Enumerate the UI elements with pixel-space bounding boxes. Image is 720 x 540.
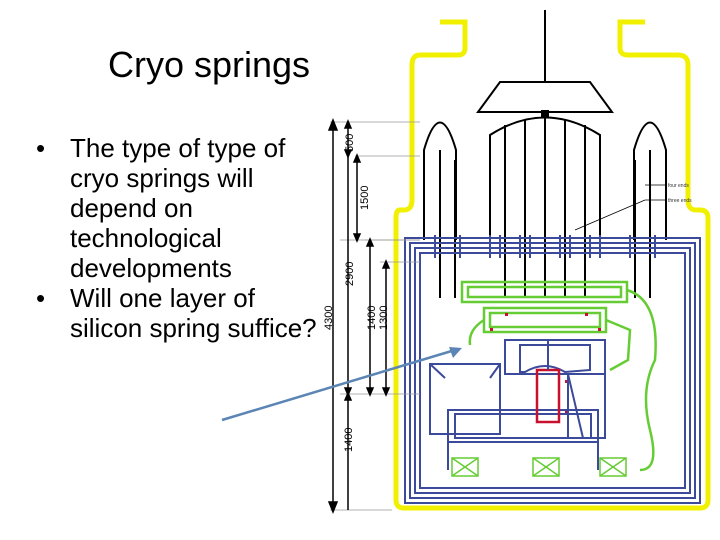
bullet-text: Will one layer of silicon spring suffice… (70, 283, 317, 343)
inner-vessel-shells (404, 237, 701, 504)
suspension-cables (439, 118, 651, 298)
bullet-text: The type of type of cryo springs will de… (70, 133, 286, 283)
annotation-three-ends: three ends (668, 198, 692, 204)
dimension-label-4300: 4300 (323, 306, 335, 330)
left-arch (423, 121, 457, 240)
dimension-label-1500: 1500 (359, 186, 371, 210)
spring-plates (460, 280, 657, 472)
dimension-label-1300: 1300 (378, 306, 390, 330)
spring-connector-marks (490, 313, 601, 413)
dimension-label-1400-lower: 1400 (343, 428, 355, 452)
dimension-arrows (327, 117, 391, 515)
outer-vessel-outline (393, 19, 711, 511)
feedthrough-ticks (434, 235, 656, 258)
support-feet (451, 457, 627, 477)
callout-lines (574, 184, 665, 231)
bullet-item: • The type of type of cryo springs will … (36, 133, 326, 283)
bullet-icon: • (36, 133, 46, 163)
annotation-four-ends: four ends (668, 183, 689, 189)
inner-dome (489, 116, 601, 240)
top-cap-clamp (541, 110, 549, 118)
bullet-item: • Will one layer of silicon spring suffi… (36, 283, 326, 343)
pointer-arrowhead (449, 347, 462, 358)
dimension-label-2900: 2900 (344, 262, 356, 286)
dimension-label-500: 500 (344, 134, 356, 152)
bullet-icon: • (36, 283, 46, 313)
inner-apparatus (429, 339, 606, 470)
pointer-arrow (221, 348, 456, 422)
bullet-list: • The type of type of cryo springs will … (36, 133, 326, 343)
dimension-label-1400-upper: 1400 (366, 306, 378, 330)
slide-title: Cryo springs (108, 44, 311, 85)
right-arch (633, 121, 667, 240)
top-cap (476, 81, 614, 113)
